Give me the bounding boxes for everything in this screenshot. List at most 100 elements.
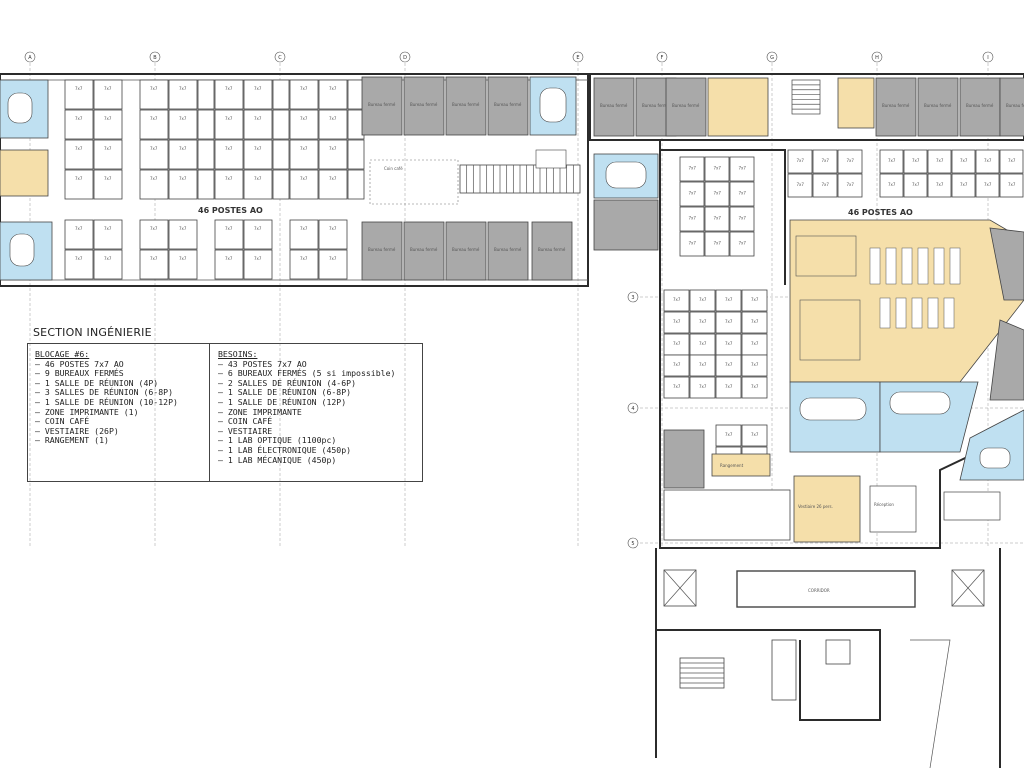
- closed-office: [999, 77, 1024, 137]
- cubicle: [289, 109, 319, 140]
- cubicle-label: 7x7: [689, 241, 697, 246]
- cubicle: [93, 139, 123, 170]
- cubicle: [139, 219, 169, 250]
- cubicle: [787, 173, 813, 198]
- cubicle: [289, 219, 319, 250]
- legend-right-item-2: — 2 SALLES DE RÉUNION (4-6P): [218, 377, 357, 388]
- grid-bubble-label-0: A: [28, 55, 32, 61]
- cubicle: [975, 149, 1000, 174]
- cubicle-label: 7x7: [104, 116, 112, 121]
- cubicle-label: 7x7: [75, 256, 83, 261]
- left-wing: 7x7 7x7 7x7 7x7 7x7 7x7 7x7 7x7 7x7 7x7 7x7 7x7 7x7 7…: [0, 73, 589, 287]
- cubicle-label: 7x7: [822, 182, 830, 187]
- cubicle: [689, 289, 716, 312]
- right-wing: 7x7 7x7 7x7 7x7 7x7 7x7 7x7 7x7 7x7 7x7 7x7 7x7 7x7 7…: [590, 139, 1024, 549]
- cubicle: [243, 79, 273, 110]
- cubicle: [704, 181, 730, 207]
- legend-right-item-7: — VESTIAIRE: [218, 425, 273, 436]
- cubicle-label: 7x7: [179, 86, 187, 91]
- legend-box: [27, 343, 423, 482]
- closed-office: [403, 221, 445, 281]
- cubicle: [243, 249, 273, 280]
- cubicle: [139, 109, 169, 140]
- cubicle: [729, 181, 755, 207]
- cubicle-label: 7x7: [936, 182, 944, 187]
- cubicle: [64, 219, 94, 250]
- coin-cafe-label: Coin café: [384, 166, 403, 171]
- cubicles-bottom-row: 7x77x77x77x77x77x77x77x77x77x77x77x77x77…: [64, 219, 348, 280]
- closed-office: [917, 77, 959, 137]
- cubicle: [318, 109, 348, 140]
- cubicle: [64, 79, 94, 110]
- closed-office: [593, 77, 635, 137]
- cubicle-label: 7x7: [329, 86, 337, 91]
- cubicle: [903, 149, 928, 174]
- cubicle: [139, 139, 169, 170]
- cubicle-label: 7x7: [714, 166, 722, 171]
- cubicle: [927, 173, 952, 198]
- cubicle-label: 7x7: [673, 341, 681, 346]
- grid-bubble-7: [871, 51, 883, 63]
- cubicle: [679, 206, 705, 232]
- bureau-ferme-right: [593, 199, 659, 251]
- grid-bubble-1: [149, 51, 161, 63]
- closed-office-label: Bureau fermé: [494, 247, 522, 252]
- legend-right-item-4: — 1 SALLE DE RÉUNION (12P): [218, 396, 347, 407]
- cubicle: [289, 139, 319, 170]
- cubicle: [318, 169, 348, 200]
- cubicle: [93, 219, 123, 250]
- vestiaire-label: Vestiaire 26 pers.: [798, 504, 833, 509]
- closed-office: [403, 76, 445, 136]
- cubicle: [93, 249, 123, 280]
- cubicle-label: 7x7: [739, 191, 747, 196]
- grid-bubble-6: [766, 51, 778, 63]
- cubicle-label: 7x7: [150, 116, 158, 121]
- section-title: SECTION INGÉNIERIE: [33, 326, 152, 339]
- cubicle-label: 7x7: [739, 216, 747, 221]
- corridor-block: [736, 570, 916, 608]
- stair-north: [791, 79, 821, 115]
- cubicle: [93, 79, 123, 110]
- cubicle-label: 7x7: [150, 226, 158, 231]
- grid-row-bubble-2: [627, 537, 639, 549]
- cubicle-label: 7x7: [751, 341, 759, 346]
- cubicle-label: 7x7: [75, 86, 83, 91]
- closed-office-label: Bureau fermé: [672, 103, 700, 108]
- cubicle: [139, 79, 169, 110]
- cubicle: [168, 139, 198, 170]
- cubicle-label: 7x7: [751, 432, 759, 437]
- closed-office-label: Bureau fermé: [924, 103, 952, 108]
- grid-bubble-label-7: H: [875, 55, 879, 61]
- cubicle-label: 7x7: [751, 297, 759, 302]
- grid-bubble-label-3: D: [403, 55, 407, 61]
- cubicle-label: 7x7: [179, 256, 187, 261]
- cubicle: [741, 289, 768, 312]
- legend-right-item-6: — COIN CAFÉ: [218, 416, 273, 427]
- cubicle-label: 7x7: [888, 158, 896, 163]
- legend-left-item-3: — 3 SALLES DE RÉUNION (6-8P): [35, 387, 174, 398]
- cubicle-label: 7x7: [179, 176, 187, 181]
- cubicle-label: 7x7: [75, 176, 83, 181]
- cubicle-label: 7x7: [225, 256, 233, 261]
- cubicle-label: 7x7: [225, 176, 233, 181]
- postes-left-label: 46 POSTES AO: [198, 206, 263, 215]
- cubicle: [879, 173, 904, 198]
- cubicle-label: 7x7: [912, 158, 920, 163]
- stair-east: [943, 491, 1001, 521]
- cubicle-label: 7x7: [847, 158, 855, 163]
- closed-office-label: Bureau fermé: [642, 103, 670, 108]
- cubicle: [64, 139, 94, 170]
- legend-left-item-0: — 46 POSTES 7x7 AO: [35, 358, 124, 369]
- grid-bubble-label-1: B: [153, 55, 157, 61]
- cubicle-label: 7x7: [751, 384, 759, 389]
- cubicle-label: 7x7: [300, 116, 308, 121]
- cubicle: [214, 139, 244, 170]
- closed-office-label: Bureau fermé: [410, 247, 438, 252]
- cubicle-label: 7x7: [104, 176, 112, 181]
- cubicle: [214, 109, 244, 140]
- cubicle-label: 7x7: [673, 297, 681, 302]
- cubicle: [879, 149, 904, 174]
